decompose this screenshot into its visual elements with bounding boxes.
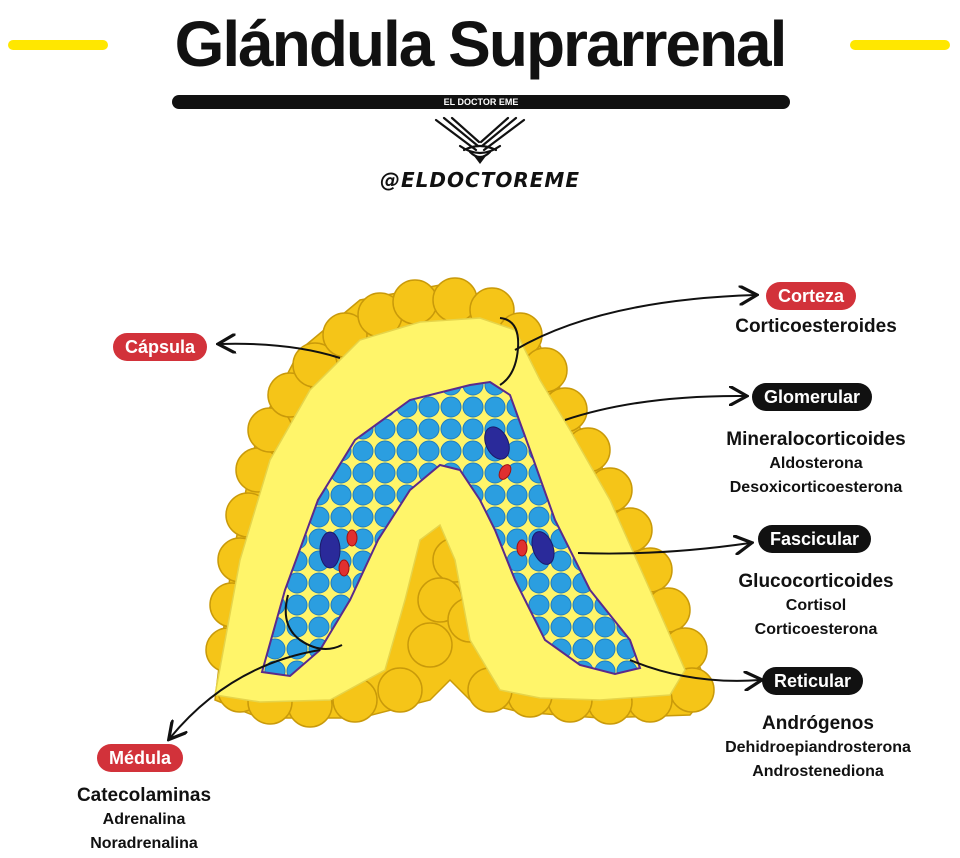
medula-label: Médula (97, 744, 184, 772)
corteza-description: Corticoesteroides (716, 315, 916, 339)
title-decoration-left (8, 40, 108, 50)
reticular-hormone-1: Dehidroepiandrosterona (725, 739, 911, 756)
medulla-nuclei (319, 426, 555, 577)
medula-hormone-2: Noradrenalina (90, 835, 198, 852)
fascicular-hormone-class: Glucocorticoides (738, 571, 894, 592)
fascicular-hormone-1: Cortisol (785, 597, 847, 614)
glomerular-hormone-class: Mineralocorticoides (726, 429, 906, 450)
page-title: Glándula Suprarrenal (174, 8, 788, 80)
capsula-label: Cápsula (113, 333, 208, 361)
fascicular-label: Fascicular (758, 525, 872, 553)
glomerular-hormone-2: Desoxicorticoesterona (729, 479, 903, 496)
corteza-bracket (499, 317, 520, 386)
medula-hormone-class: Catecolaminas (76, 785, 212, 806)
reticular-description: Andrógenos Dehidroepiandrosterona Andros… (700, 712, 936, 784)
fascicular-description: Glucocorticoides Cortisol Corticoesteron… (716, 570, 916, 642)
author-handle: @ELDOCTOREME (380, 168, 580, 192)
brand-logo-icon (434, 116, 526, 164)
glomerular-label: Glomerular (752, 383, 873, 411)
medula-hormone-1: Adrenalina (102, 811, 186, 828)
medulla-layer (260, 380, 642, 678)
glomerular-connector (564, 396, 745, 421)
corteza-connector (514, 295, 755, 351)
reticular-hormone-class: Andrógenos (762, 713, 874, 734)
glomerular-hormone-1: Aldosterona (769, 455, 863, 472)
reticular-hormone-2: Androstenediona (752, 763, 884, 780)
reticular-label: Reticular (762, 667, 864, 695)
glomerular-description: Mineralocorticoides Aldosterona Desoxico… (706, 428, 926, 500)
brand-bar: EL DOCTOR EME (172, 95, 790, 109)
corteza-hormone: Corticoesteroides (735, 316, 897, 337)
capsula-connector (220, 344, 341, 359)
fascicular-connector (577, 543, 750, 554)
medula-description: Catecolaminas Adrenalina Noradrenalina (44, 784, 244, 856)
medula-bracket (284, 594, 343, 650)
medula-connector (170, 649, 321, 738)
title-decoration-right (850, 40, 950, 50)
fascicular-hormone-2: Corticoesterona (754, 621, 878, 638)
reticular-connector (629, 659, 760, 681)
corteza-label: Corteza (766, 282, 857, 310)
